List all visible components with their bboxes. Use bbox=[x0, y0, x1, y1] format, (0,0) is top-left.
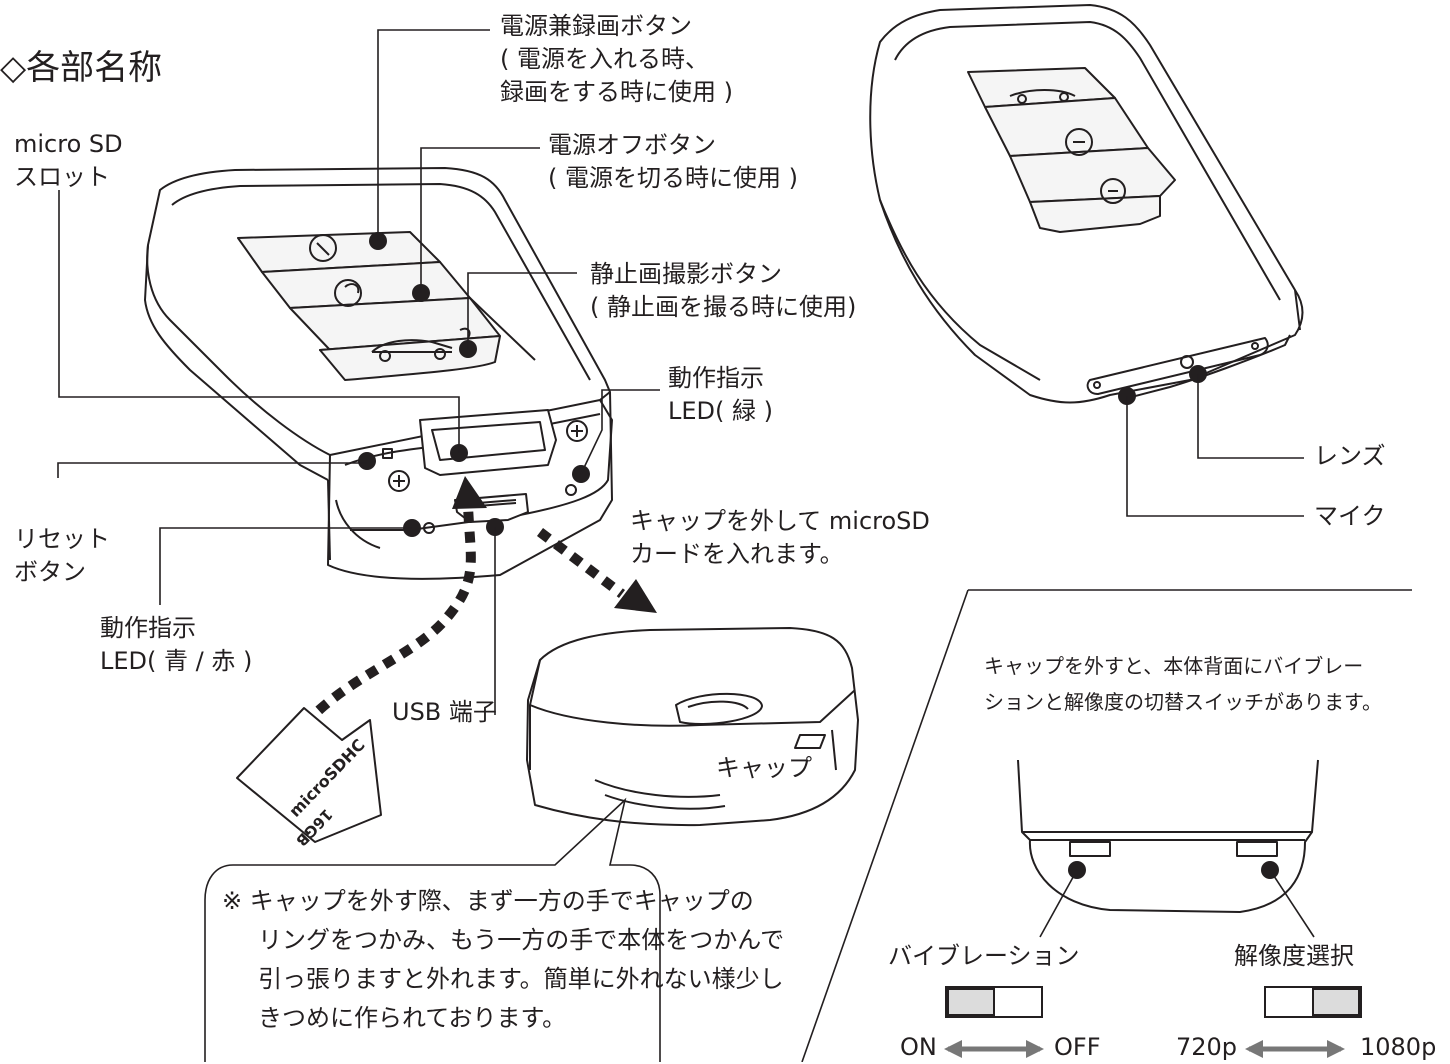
resolution-switch bbox=[1264, 986, 1362, 1018]
rear-leader-lines bbox=[1126, 374, 1304, 517]
label-line: 録画をする時に使用 ) bbox=[500, 78, 733, 106]
label-resolution: 解像度選択 bbox=[1234, 942, 1354, 970]
label-line: 動作指示 bbox=[100, 614, 196, 642]
switch-arrows bbox=[944, 1040, 1345, 1058]
leader-lines bbox=[57, 29, 660, 715]
caption-line: キャップを外すと、本体背面にバイブレー bbox=[984, 654, 1364, 678]
rear-panel-drawing bbox=[1017, 759, 1319, 913]
rear-panel-inset bbox=[801, 589, 1412, 1062]
rear-panel-dots bbox=[1068, 861, 1279, 879]
label-line: ( 電源を入れる時、 bbox=[500, 45, 709, 73]
label-cap: キャップ bbox=[716, 754, 812, 782]
label-line: スロット bbox=[14, 163, 110, 191]
note-line: 引っ張りますと外れます。簡単に外れない様少し bbox=[258, 965, 784, 993]
label-microsd-slot: micro SD スロット bbox=[14, 128, 123, 194]
label-led-blue-red: 動作指示 LED( 青 / 赤 ) bbox=[100, 612, 252, 678]
label-line: micro SD bbox=[14, 130, 123, 158]
cap-illustration bbox=[526, 627, 859, 827]
vibration-switch bbox=[945, 986, 1043, 1018]
microsd-card: microSDHC 16GB bbox=[236, 707, 382, 850]
label-vibration-on: ON bbox=[900, 1033, 937, 1061]
label-line: 電源兼録画ボタン bbox=[500, 12, 692, 40]
rear-panel-caption: キャップを外すと、本体背面にバイブレー ションと解像度の切替スイッチがあります。 bbox=[984, 648, 1382, 720]
note-line: リングをつかみ、もう一方の手で本体をつかんで bbox=[258, 926, 785, 954]
label-reset-button: リセット ボタン bbox=[14, 523, 110, 589]
label-line: LED( 緑 ) bbox=[668, 397, 773, 425]
note-bubble-outline bbox=[204, 797, 661, 1062]
front-callout-dots bbox=[358, 232, 590, 537]
note-line: ※ キャップを外す際、まず一方の手でキャップの bbox=[222, 887, 754, 915]
label-line: ( 静止画を撮る時に使用) bbox=[590, 293, 857, 321]
label-res-720p: 720p bbox=[1176, 1033, 1238, 1061]
label-line: リセット bbox=[14, 525, 110, 553]
dotted-arrows bbox=[287, 476, 657, 743]
label-line: ボタン bbox=[14, 558, 86, 586]
device-rear-perspective bbox=[869, 4, 1304, 404]
label-line: 静止画撮影ボタン bbox=[590, 260, 782, 288]
label-res-1080p: 1080p bbox=[1360, 1033, 1437, 1061]
label-vibration: バイブレーション bbox=[888, 942, 1080, 970]
label-line: カードを入れます。 bbox=[630, 540, 844, 568]
label-power-off-button: 電源オフボタン ( 電源を切る時に使用 ) bbox=[548, 129, 798, 195]
label-cap-instruction: キャップを外して microSD カードを入れます。 bbox=[630, 505, 930, 571]
note-line: きつめに作られております。 bbox=[258, 1004, 567, 1032]
label-led-green: 動作指示 LED( 緑 ) bbox=[668, 362, 773, 428]
rear-panel-leaders bbox=[1039, 869, 1315, 938]
label-still-photo-button: 静止画撮影ボタン ( 静止画を撮る時に使用) bbox=[590, 258, 856, 324]
label-line: 動作指示 bbox=[668, 364, 764, 392]
label-usb-port: USB 端子 bbox=[392, 698, 497, 726]
label-line: 電源オフボタン bbox=[548, 131, 716, 159]
label-vibration-off: OFF bbox=[1054, 1033, 1101, 1061]
page-title: ◇各部名称 bbox=[0, 48, 163, 88]
label-line: キャップを外して microSD bbox=[630, 507, 930, 535]
label-power-record-button: 電源兼録画ボタン ( 電源を入れる時、 録画をする時に使用 ) bbox=[500, 10, 733, 109]
label-mic: マイク bbox=[1314, 502, 1386, 530]
label-line: LED( 青 / 赤 ) bbox=[100, 647, 253, 675]
cap-removal-note: ※ キャップを外す際、まず一方の手でキャップの リングをつかみ、もう一方の手で本… bbox=[222, 882, 784, 1038]
label-line: ( 電源を切る時に使用 ) bbox=[548, 164, 798, 192]
label-lens: レンズ bbox=[1314, 442, 1386, 470]
caption-line: ションと解像度の切替スイッチがあります。 bbox=[984, 690, 1382, 714]
